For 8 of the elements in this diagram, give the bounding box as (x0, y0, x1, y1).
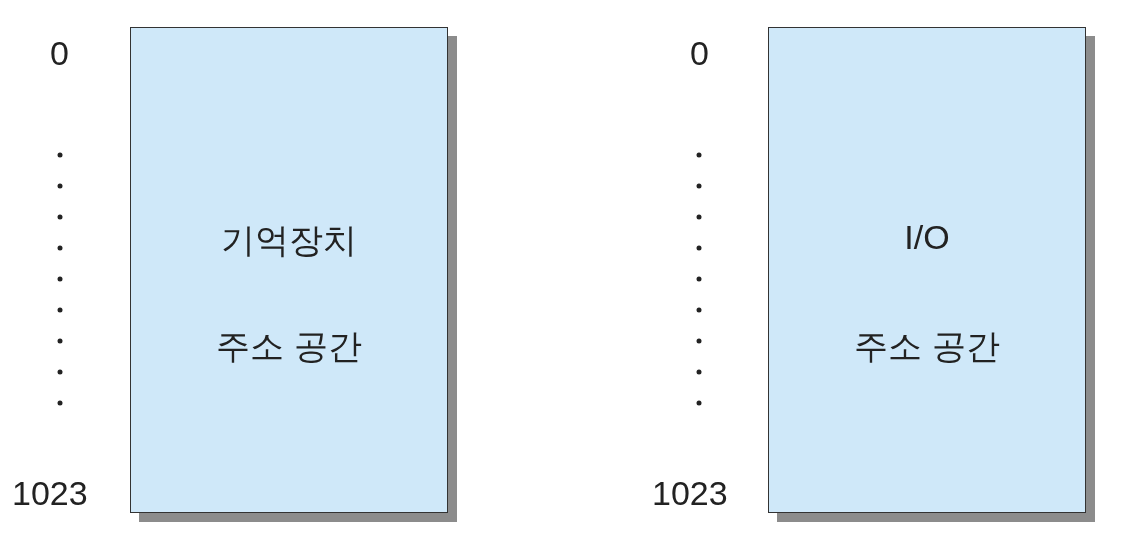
address-label: 1023 (652, 474, 728, 513)
address-label: 0 (690, 34, 709, 73)
box-text: 주소 공간 (854, 326, 1000, 367)
box-text: I/O (904, 218, 950, 257)
address-label: 1023 (12, 474, 88, 513)
box-text: 주소 공간 (216, 326, 362, 367)
address-label: 0 (50, 34, 69, 73)
box-text: 기억장치 (221, 220, 357, 261)
